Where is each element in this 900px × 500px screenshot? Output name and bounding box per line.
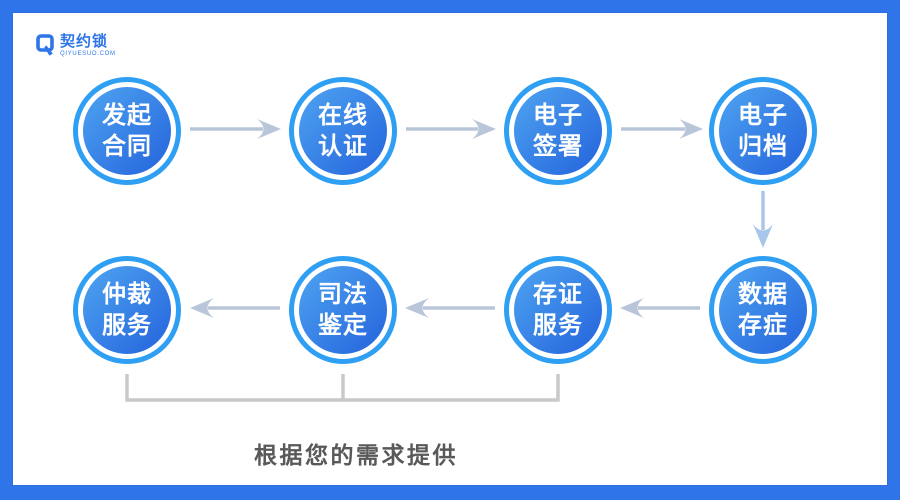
- brand-name: 契约锁: [60, 33, 109, 50]
- node-label-line: 电子: [533, 102, 583, 129]
- bracket-caption: 根据您的需求提供: [254, 442, 458, 468]
- qiyuesuo-logo-icon: [36, 34, 54, 56]
- brand-logo: 契约锁 QIYUESUO.COM: [36, 34, 116, 57]
- node-label-line: 数据: [738, 281, 788, 308]
- node-label-line: 司法: [318, 281, 368, 308]
- node-label-line: 签署: [533, 133, 583, 160]
- node-label-line: 服务: [533, 312, 583, 339]
- node-label-line: 仲裁: [102, 281, 152, 308]
- node-label-line: 发起: [102, 102, 152, 129]
- node-label-line: 归档: [738, 133, 788, 160]
- node-label-line: 认证: [318, 133, 368, 160]
- node-label-line: 合同: [102, 133, 152, 160]
- node-label-line: 电子: [738, 102, 788, 129]
- brand-domain: QIYUESUO.COM: [60, 51, 116, 57]
- flow-node-data-evidence: 数据 存症: [709, 256, 817, 364]
- node-label-line: 在线: [318, 102, 368, 129]
- flow-node-arbitration-service: 仲裁 服务: [73, 256, 181, 364]
- flow-node-judicial-appraisal: 司法 鉴定: [289, 256, 397, 364]
- flow-node-e-archive: 电子 归档: [709, 77, 817, 185]
- node-label-line: 鉴定: [318, 312, 368, 339]
- flow-node-e-sign: 电子 签署: [504, 77, 612, 185]
- flow-node-online-auth: 在线 认证: [289, 77, 397, 185]
- flow-node-evidence-service: 存证 服务: [504, 256, 612, 364]
- node-label-line: 存证: [533, 281, 583, 308]
- node-label-line: 存症: [738, 312, 788, 339]
- flow-node-initiate-contract: 发起 合同: [73, 77, 181, 185]
- node-label-line: 服务: [102, 312, 152, 339]
